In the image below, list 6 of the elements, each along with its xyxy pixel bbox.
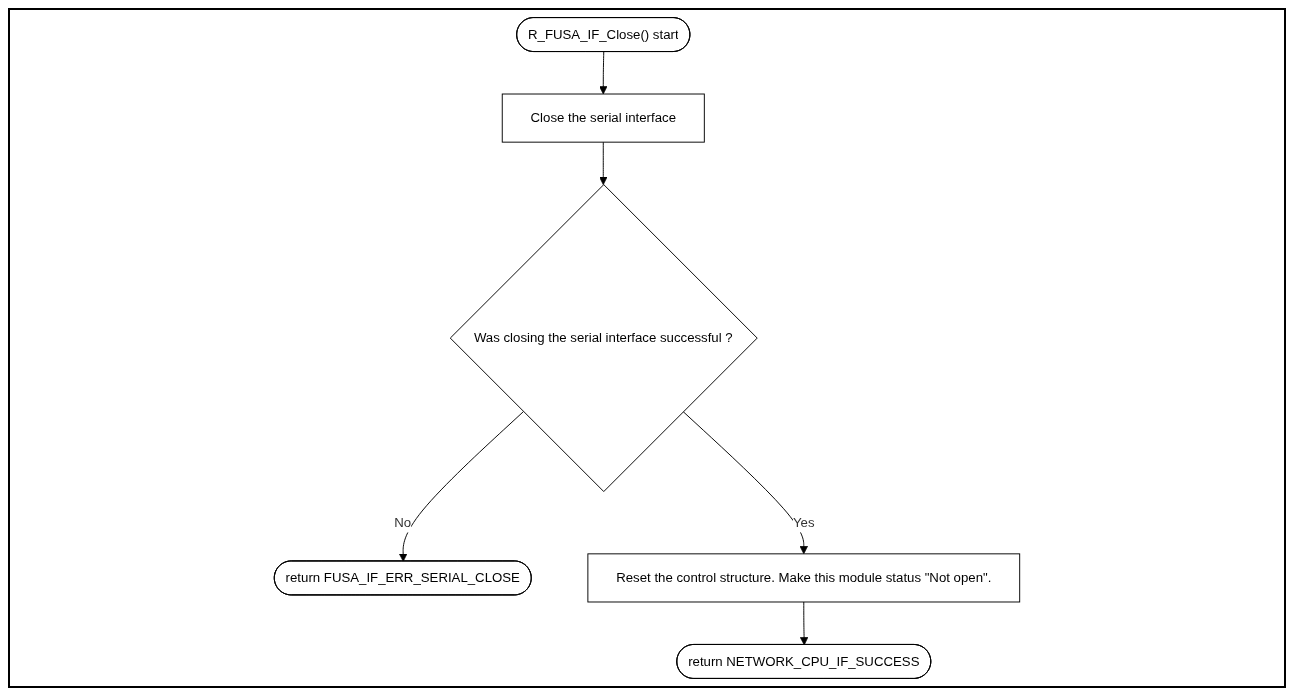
page-frame: No Yes R_FUSA_IF_Close() start Close the serial interface Was closing the serial interface successful ? return FUSA_IF_ERR_SERIAL_CLOSE Reset the control structure. Make this module status "Not open". return NETWORK_CPU_IF_SUCCESS [8, 8, 1286, 688]
node-box [587, 553, 1021, 603]
node-box [501, 93, 705, 143]
edge-label: Yes [793, 514, 815, 530]
edge-label: No [394, 514, 412, 530]
node-diamond [449, 184, 758, 493]
